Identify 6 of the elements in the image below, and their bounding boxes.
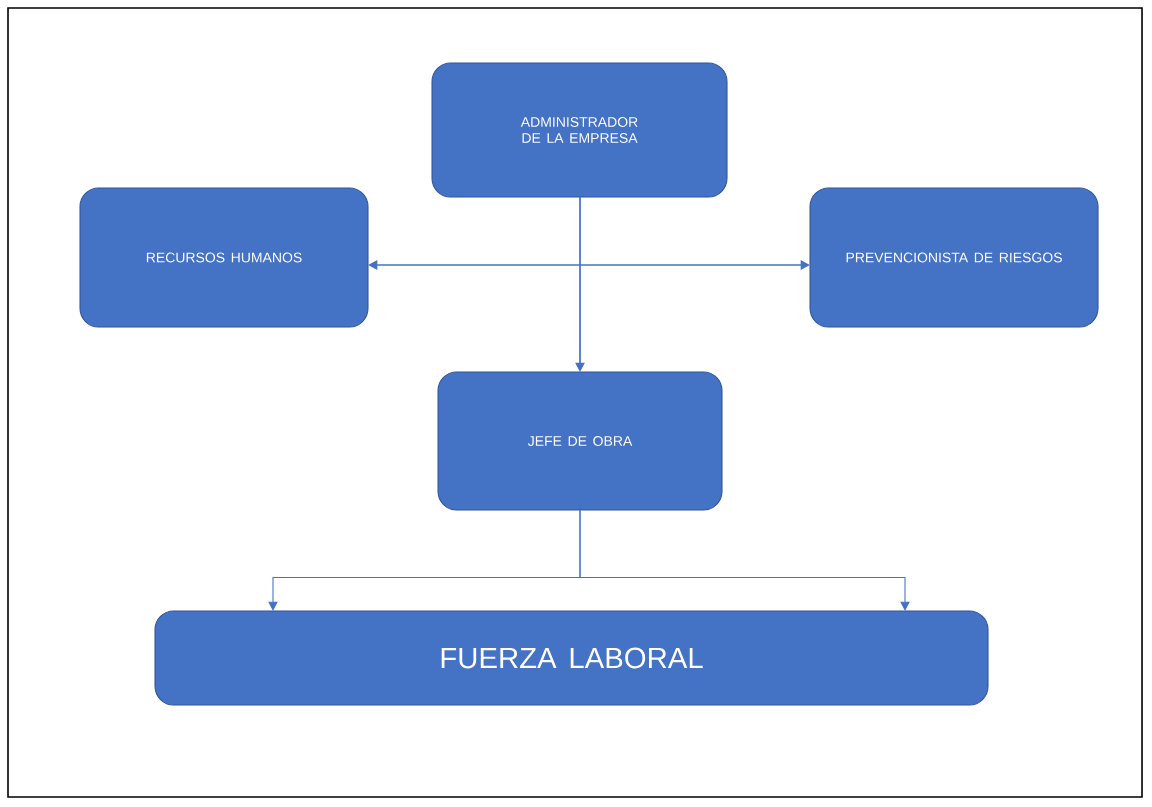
arrow bbox=[579, 509, 910, 611]
process-box: FUERZA LABORAL bbox=[154, 610, 989, 706]
process-box: PREVENCIONISTA DE RIESGOS bbox=[809, 187, 1099, 328]
process-box: JEFE DE OBRA bbox=[437, 371, 723, 511]
process-box: ADMINISTRADOR DE LA EMPRESA bbox=[431, 62, 728, 198]
process-box: RECURSOS HUMANOS bbox=[79, 187, 369, 328]
